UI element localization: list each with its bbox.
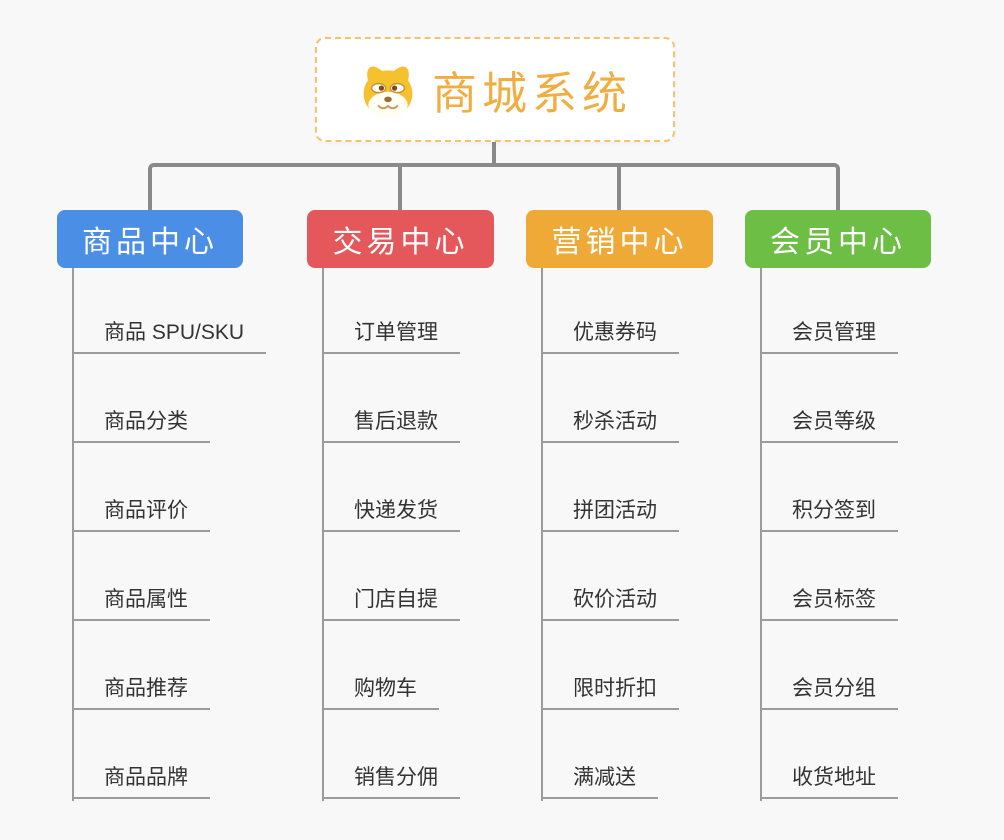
branch-connector-drop-3 — [617, 166, 621, 210]
leaf-node[interactable]: 收货地址 — [760, 759, 898, 799]
leaf-node[interactable]: 积分签到 — [760, 492, 898, 532]
leaf-node[interactable]: 会员标签 — [760, 581, 898, 621]
branch-header-marketing[interactable]: 营销中心 — [526, 210, 713, 268]
leaf-node[interactable]: 商品 SPU/SKU — [72, 314, 267, 354]
leaf-node[interactable]: 门店自提 — [322, 581, 460, 621]
leaf-node[interactable]: 会员管理 — [760, 314, 898, 354]
leaf-node[interactable]: 购物车 — [322, 670, 439, 710]
leaf-node[interactable]: 满减送 — [541, 759, 658, 799]
leaf-node[interactable]: 商品评价 — [72, 492, 210, 532]
root-title: 商城系统 — [431, 68, 632, 119]
leaf-node[interactable]: 限时折扣 — [541, 670, 679, 710]
branch-trunk-trade — [322, 268, 324, 801]
branch-trunk-marketing — [541, 268, 543, 801]
branch-header-product[interactable]: 商品中心 — [57, 210, 243, 268]
leaf-node[interactable]: 砍价活动 — [541, 581, 679, 621]
leaf-node[interactable]: 售后退款 — [322, 403, 460, 443]
branch-header-member[interactable]: 会员中心 — [745, 210, 931, 268]
branch-trunk-member — [760, 268, 762, 801]
leaf-node[interactable]: 秒杀活动 — [541, 403, 679, 443]
leaf-node[interactable]: 商品分类 — [72, 403, 210, 443]
leaf-node[interactable]: 拼团活动 — [541, 492, 679, 532]
leaf-node[interactable]: 商品推荐 — [72, 670, 210, 710]
branch-trunk-product — [72, 268, 74, 801]
branch-connector-bracket — [148, 163, 840, 210]
leaf-node[interactable]: 商品品牌 — [72, 759, 210, 799]
leaf-node[interactable]: 快递发货 — [322, 492, 460, 532]
dog-icon — [363, 65, 413, 118]
root-node[interactable]: 商城系统 — [315, 37, 675, 142]
leaf-node[interactable]: 会员分组 — [760, 670, 898, 710]
leaf-node[interactable]: 优惠券码 — [541, 314, 679, 354]
leaf-node[interactable]: 商品属性 — [72, 581, 210, 621]
branch-connector-drop-2 — [398, 166, 402, 210]
branch-header-trade[interactable]: 交易中心 — [307, 210, 494, 268]
leaf-node[interactable]: 销售分佣 — [322, 759, 460, 799]
leaf-node[interactable]: 订单管理 — [322, 314, 460, 354]
root-connector-stub — [492, 140, 496, 166]
leaf-node[interactable]: 会员等级 — [760, 403, 898, 443]
